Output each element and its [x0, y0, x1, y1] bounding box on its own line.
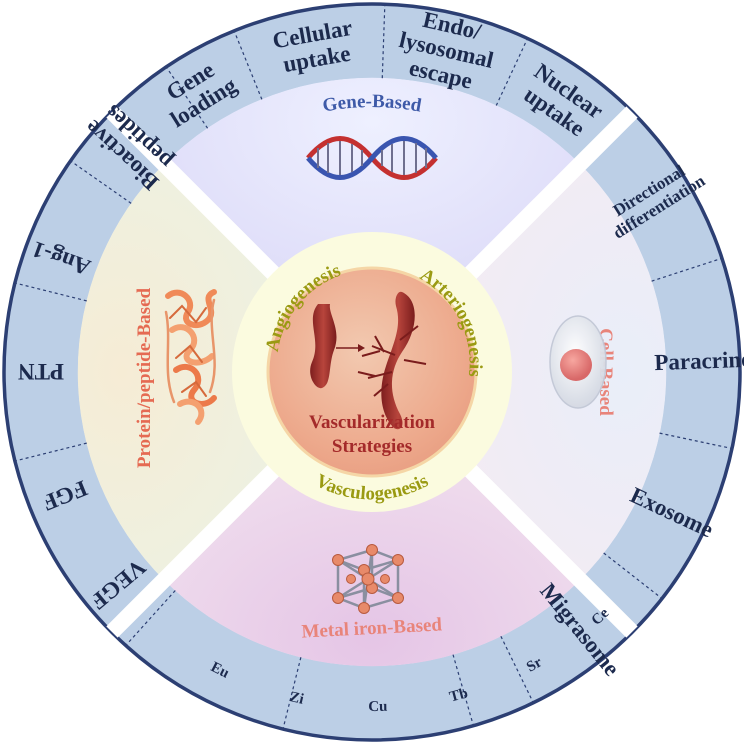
- protein-item-2: PTN: [18, 359, 64, 384]
- outer-divider: [282, 657, 302, 730]
- metal-item-0-line-1: Eu: [208, 659, 232, 682]
- center-title-line2: Strategies: [332, 436, 412, 457]
- cell-item-1: Paracrine: [654, 347, 744, 375]
- outer-divider: [651, 257, 723, 282]
- outer-sector-gap: [108, 108, 170, 170]
- sectors: [77, 77, 667, 667]
- outer-divider: [165, 66, 209, 129]
- protein-sector-title: Protein/peptide-Based: [134, 287, 155, 468]
- outer-sector-gap: [108, 574, 170, 636]
- metal-item-1: Zi: [288, 689, 305, 708]
- protein-structure-icon: [164, 289, 217, 425]
- metal-lattice-icon: [332, 544, 404, 614]
- cell-item-1-line-1: Paracrine: [654, 347, 744, 375]
- outer-sector-gap: [574, 574, 636, 636]
- outer-sector-gap: [574, 108, 636, 170]
- outer-divider: [233, 30, 263, 100]
- cell-icon: [549, 315, 607, 409]
- outer-divider: [500, 635, 534, 704]
- center-title-line1: Vascularization: [309, 412, 435, 433]
- metal-item-4-line-1: Sr: [524, 654, 545, 675]
- outer-divider: [495, 38, 529, 106]
- outer-divider: [70, 160, 132, 204]
- outer-divider: [14, 282, 87, 302]
- cell-sector: [372, 164, 667, 580]
- protein-sector: [77, 164, 373, 580]
- outer-divider: [381, 4, 386, 79]
- gene-sector: [164, 77, 580, 373]
- metal-item-4: Sr: [524, 654, 545, 675]
- outer-divider: [14, 442, 87, 462]
- outer-ring-dividers: [14, 4, 733, 730]
- dna-helix-icon: [306, 136, 438, 180]
- protein-item-2-line-1: PTN: [18, 359, 64, 384]
- outer-divider: [452, 654, 475, 726]
- outer-divider: [659, 432, 733, 450]
- metal-item-1-line-1: Zi: [288, 689, 305, 708]
- metal-item-0: Eu: [208, 659, 232, 682]
- outer-divider: [603, 552, 663, 600]
- metal-item-3: Tb: [448, 685, 470, 705]
- metal-item-2: Cu: [368, 699, 387, 715]
- metal-item-2-line-1: Cu: [368, 699, 387, 715]
- blood-vessel-icon: [310, 291, 427, 430]
- metal-item-3-line-1: Tb: [448, 685, 470, 705]
- outer-divider: [125, 590, 176, 646]
- metal-sector: [164, 372, 580, 667]
